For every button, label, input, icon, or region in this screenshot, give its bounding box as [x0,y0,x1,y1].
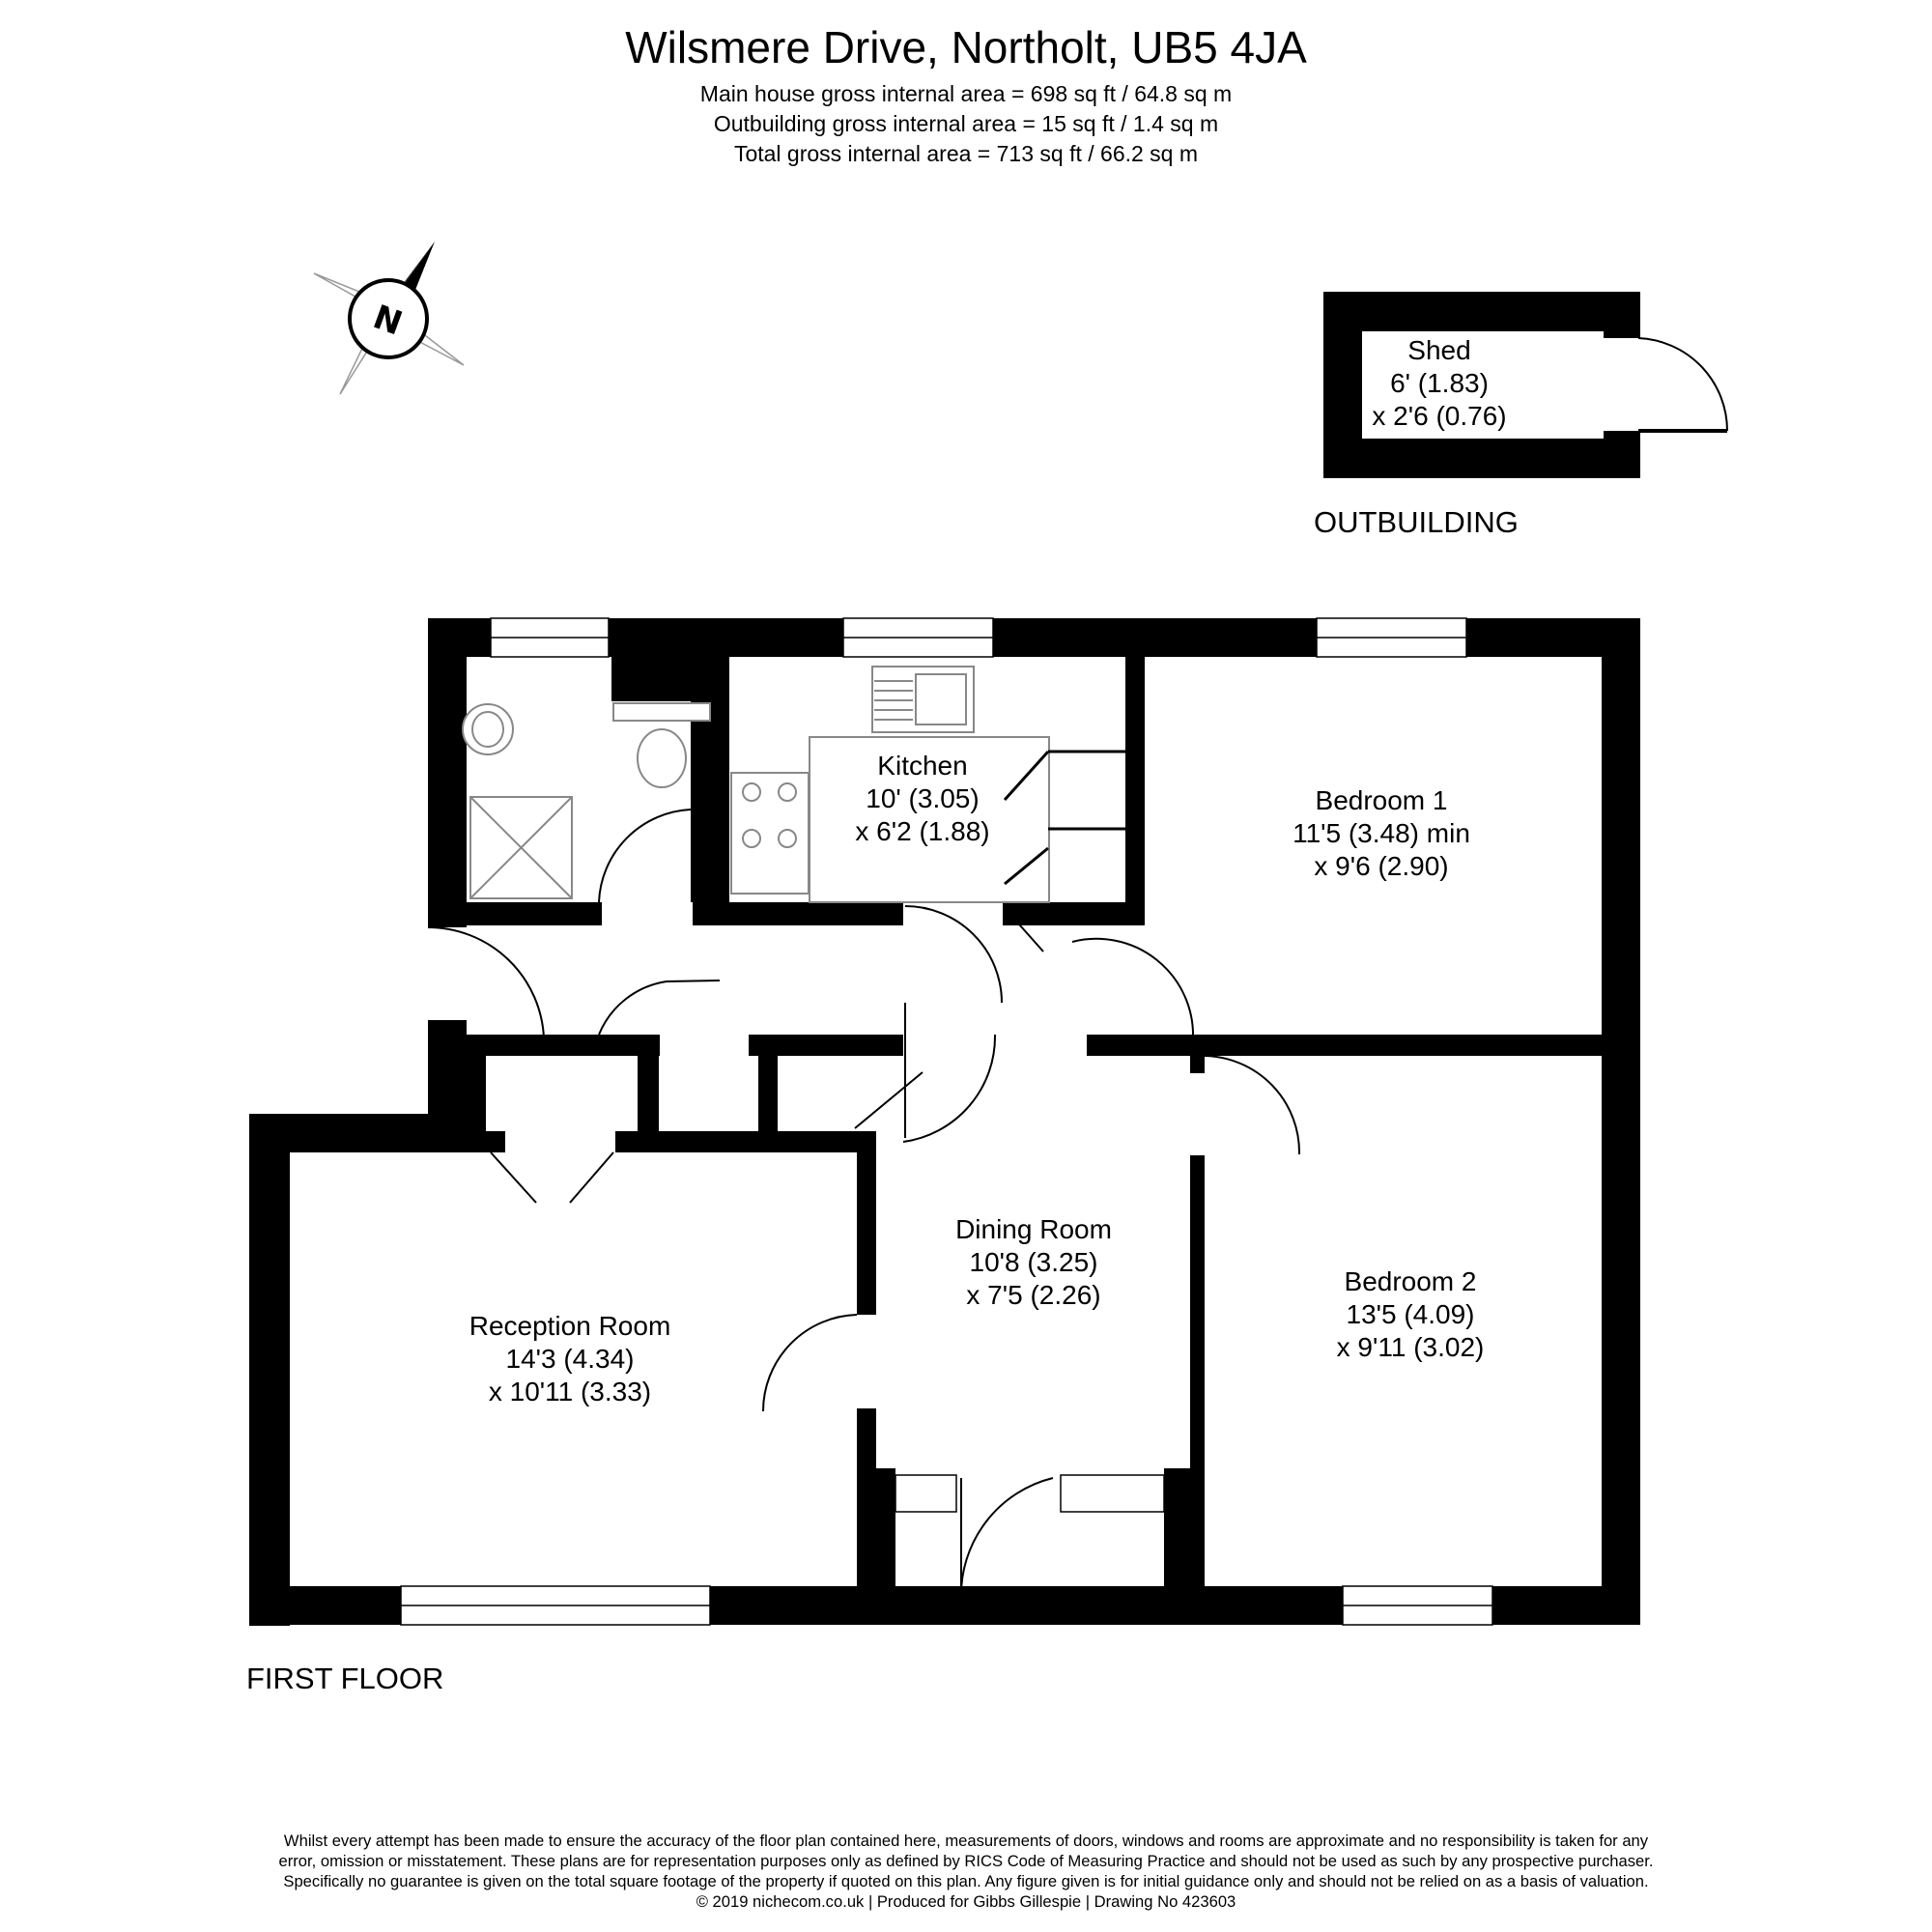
disclaimer: Whilst every attempt has been made to en… [97,1831,1835,1912]
disclaimer-line-1: Whilst every attempt has been made to en… [283,1832,1649,1850]
main-house-area: Main house gross internal area = 698 sq … [699,81,1233,106]
shed-dim1: 6' (1.83) [1390,368,1489,398]
kitchen-fixtures [730,666,1050,903]
total-area: Total gross internal area = 713 sq ft / … [733,141,1199,166]
compass-rose-icon: N [313,242,465,395]
first-floor-label: FIRST FLOOR [246,1662,444,1695]
bedroom1-dim1: 11'5 (3.48) min [1293,818,1470,848]
reception-room-dim2: x 10'11 (3.33) [488,1377,652,1406]
dining-room-dim1: 10'8 (3.25) [969,1247,1098,1277]
bedroom2-dim2: x 9'11 (3.02) [1336,1332,1485,1362]
bedroom1-name: Bedroom 1 [1315,785,1448,815]
floor-walls [249,618,1640,1626]
outbuilding-area: Outbuilding gross internal area = 15 sq … [713,111,1219,136]
shed-label: Shed 6' (1.83) x 2'6 (0.76) [1333,334,1546,433]
dining-room-dim2: x 7'5 (2.26) [966,1280,1101,1310]
dining-room-label: Dining Room 10'8 (3.25) x 7'5 (2.26) [927,1213,1140,1312]
bedroom1-label: Bedroom 1 11'5 (3.48) min x 9'6 (2.90) [1256,784,1507,883]
bedroom2-dim1: 13'5 (4.09) [1346,1299,1475,1329]
reception-room-name: Reception Room [469,1311,671,1341]
bedroom2-label: Bedroom 2 13'5 (4.09) x 9'11 (3.02) [1304,1265,1517,1364]
shed-dim2: x 2'6 (0.76) [1372,401,1507,431]
bathroom-fixtures [462,702,711,899]
kitchen-label: Kitchen 10' (3.05) x 6'2 (1.88) [826,750,1019,848]
reception-room-label: Reception Room 14'3 (4.34) x 10'11 (3.33… [444,1310,696,1408]
windows [400,617,1493,1626]
disclaimer-line-2: error, omission or misstatement. These p… [278,1852,1654,1870]
kitchen-cupboards [1003,750,1125,886]
bedroom1-dim2: x 9'6 (2.90) [1314,851,1449,881]
kitchen-dim2: x 6'2 (1.88) [855,816,990,846]
credits-line: © 2019 nichecom.co.uk | Produced for Gib… [696,1892,1236,1911]
doors [427,809,1301,1600]
plan-title: Wilsmere Drive, Northolt, UB5 4JA [625,22,1307,72]
bedroom2-name: Bedroom 2 [1344,1266,1477,1296]
shed-outline [1323,292,1729,478]
disclaimer-line-3: Specifically no guarantee is given on th… [283,1872,1649,1890]
dining-room-name: Dining Room [955,1214,1112,1244]
kitchen-name: Kitchen [877,751,968,781]
shed-name: Shed [1407,335,1471,365]
reception-room-dim1: 14'3 (4.34) [505,1344,635,1374]
kitchen-dim1: 10' (3.05) [866,783,980,813]
outbuilding-label: OUTBUILDING [1314,505,1519,539]
